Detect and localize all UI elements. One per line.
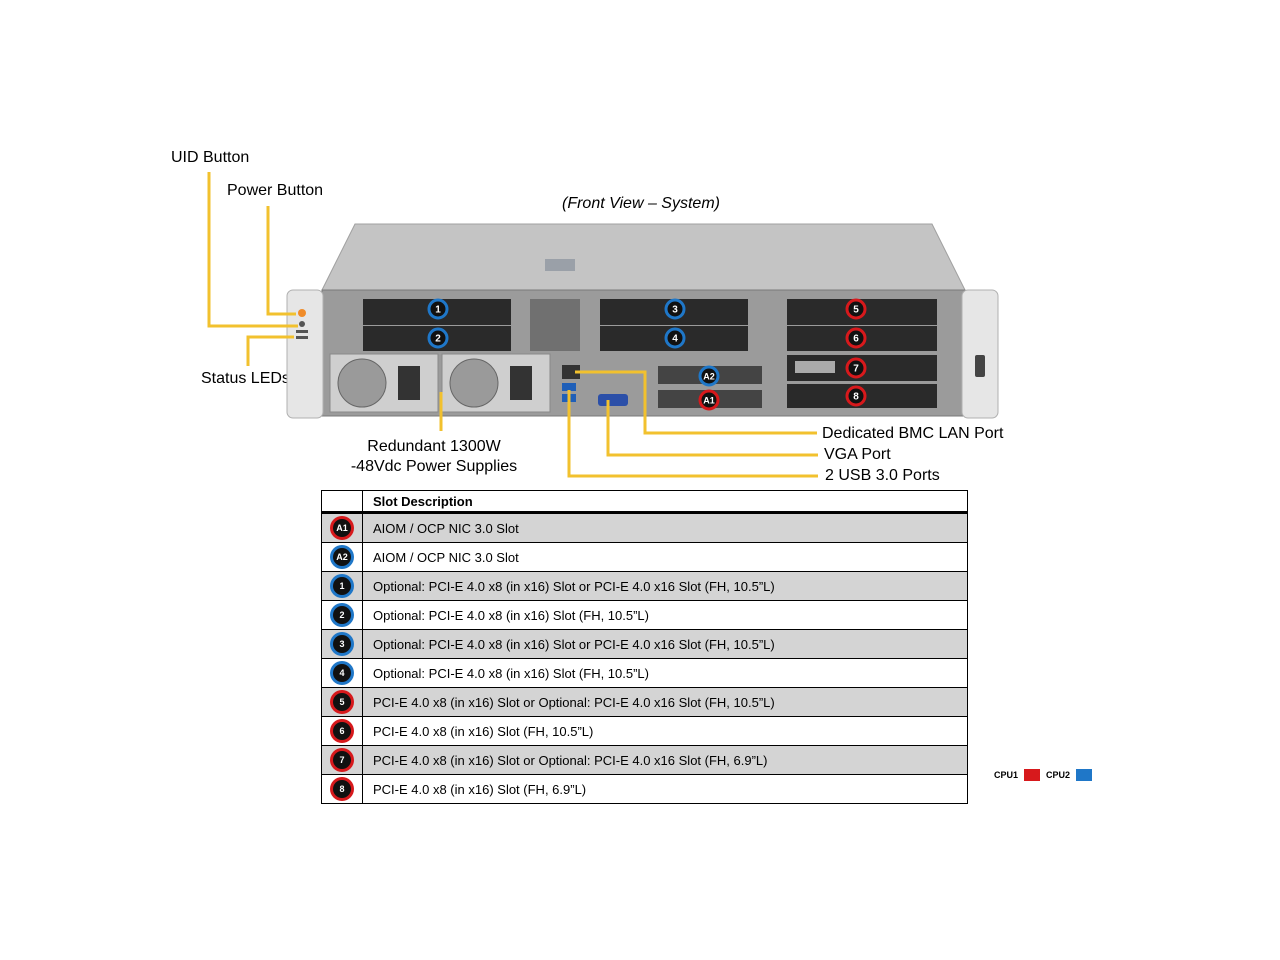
slot-badge-icon: 3 xyxy=(333,635,351,653)
slot-badge-icon: 5 xyxy=(333,693,351,711)
slot-badge-icon: 2 xyxy=(333,606,351,624)
table-row: 7 PCI-E 4.0 x8 (in x16) Slot or Optional:… xyxy=(321,745,968,775)
chassis-slot-badge-icon xyxy=(698,365,720,387)
slot-description-cell: Optional: PCI-E 4.0 x8 (in x16) Slot (FH… xyxy=(362,658,968,688)
cpu-legend: CPU1 CPU2 xyxy=(994,769,1098,781)
slot-badge-cell: A2 xyxy=(321,542,363,572)
chassis-slot-badge-label: 8 xyxy=(853,392,859,403)
right-ear xyxy=(961,289,999,419)
status-led-icon xyxy=(296,336,308,339)
slot-badge-cell: 3 xyxy=(321,629,363,659)
slot-badge-cell: A1 xyxy=(321,512,363,543)
slot-description-cell: PCI-E 4.0 x8 (in x16) Slot (FH, 10.5”L) xyxy=(362,716,968,746)
slot-badge-cell: 5 xyxy=(321,687,363,717)
psu-label: Redundant 1300W -48Vdc Power Supplies xyxy=(340,437,528,477)
usb-port-icon xyxy=(562,383,576,391)
chassis-slot-badge-label: A2 xyxy=(703,372,715,382)
status-led-icon xyxy=(296,330,308,333)
legend-cpu2-label: CPU2 xyxy=(1046,770,1071,780)
vga-port-icon xyxy=(598,394,628,406)
slot-description-cell: PCI-E 4.0 x8 (in x16) Slot or Optional: … xyxy=(362,687,968,717)
status-leds-label: Status LEDs xyxy=(201,370,290,387)
slot-badge-cell: 6 xyxy=(321,716,363,746)
slot-description-cell: PCI-E 4.0 x8 (in x16) Slot or Optional: … xyxy=(362,745,968,775)
slot-badge-cell: 2 xyxy=(321,600,363,630)
chassis-slot-badge-label: 3 xyxy=(672,305,678,316)
table-row: 6 PCI-E 4.0 x8 (in x16) Slot (FH, 10.5”L) xyxy=(321,716,968,746)
left-ear xyxy=(286,289,324,419)
chassis-slot-badge-label: 4 xyxy=(672,334,678,345)
table-row: 2 Optional: PCI-E 4.0 x8 (in x16) Slot (F… xyxy=(321,600,968,630)
slot-badge-icon: 4 xyxy=(333,664,351,682)
chassis-slot-badge-label: 5 xyxy=(853,305,859,316)
chassis-slot-badge-label: 1 xyxy=(435,305,441,316)
table-row: A1 AIOM / OCP NIC 3.0 Slot xyxy=(321,512,968,543)
slot-badge-cell: 1 xyxy=(321,571,363,601)
table-row: 8 PCI-E 4.0 x8 (in x16) Slot (FH, 6.9”L) xyxy=(321,774,968,804)
chassis-slot-badge-icon xyxy=(664,327,686,349)
uid-button-label: UID Button xyxy=(171,149,250,166)
vga-label: VGA Port xyxy=(824,446,891,463)
chassis-top xyxy=(321,223,966,291)
chassis-slot-badge-icon xyxy=(427,298,449,320)
chassis-slot-badge-icon xyxy=(427,327,449,349)
chassis-slot-badge-icon xyxy=(845,357,867,379)
slot-badge-icon: A2 xyxy=(333,548,351,566)
chassis-slot-badge-icon xyxy=(845,298,867,320)
power-button-icon[interactable] xyxy=(299,321,305,327)
table-row: 5 PCI-E 4.0 x8 (in x16) Slot or Optional:… xyxy=(321,687,968,717)
slot-badge-icon: 8 xyxy=(333,780,351,798)
bmc-lan-label: Dedicated BMC LAN Port xyxy=(822,425,1004,442)
slot-badge-icon: 6 xyxy=(333,722,351,740)
chassis-slot-badge-icon xyxy=(664,298,686,320)
table-row: A2 AIOM / OCP NIC 3.0 Slot xyxy=(321,542,968,572)
chassis-slot-badge-label: 7 xyxy=(853,364,859,375)
chassis-slot-badge-icon xyxy=(698,389,720,411)
slot-description-cell: AIOM / OCP NIC 3.0 Slot xyxy=(362,542,968,572)
psu-label-line1: Redundant 1300W xyxy=(367,438,501,455)
view-title: (Front View – System) xyxy=(562,195,720,212)
power-supplies xyxy=(329,353,551,413)
chassis-latch xyxy=(545,259,575,271)
slot-badge-icon: A1 xyxy=(333,519,351,537)
legend-cpu1-swatch xyxy=(1024,769,1041,781)
slot-badge-icon: 1 xyxy=(333,577,351,595)
table-row: 3 Optional: PCI-E 4.0 x8 (in x16) Slot or… xyxy=(321,629,968,659)
usb-label: 2 USB 3.0 Ports xyxy=(825,467,940,484)
psu-label-line2: -48Vdc Power Supplies xyxy=(350,458,518,475)
slot-description-cell: Optional: PCI-E 4.0 x8 (in x16) Slot or … xyxy=(362,629,968,659)
chassis-slot-badge-label: A1 xyxy=(703,396,715,406)
slot-description-cell: Optional: PCI-E 4.0 x8 (in x16) Slot or … xyxy=(362,571,968,601)
slot-badge-icon: 7 xyxy=(333,751,351,769)
legend-cpu2-swatch xyxy=(1076,769,1093,781)
bmc-lan-port-icon xyxy=(562,365,580,379)
chassis-slot-badge-label: 6 xyxy=(853,334,859,345)
table-header-row: Slot Description xyxy=(321,490,968,514)
slot-description-cell: Optional: PCI-E 4.0 x8 (in x16) Slot (FH… xyxy=(362,600,968,630)
right-handle xyxy=(975,355,985,377)
table-row: 1 Optional: PCI-E 4.0 x8 (in x16) Slot or… xyxy=(321,571,968,601)
uid-button-icon[interactable] xyxy=(298,309,306,317)
chassis-slot-badge-icon xyxy=(845,327,867,349)
callout-lines xyxy=(207,172,818,478)
table-header-description: Slot Description xyxy=(362,490,968,514)
slot-badge-cell: 4 xyxy=(321,658,363,688)
legend-cpu1-label: CPU1 xyxy=(994,770,1019,780)
slot-badge-cell: 7 xyxy=(321,745,363,775)
power-button-label: Power Button xyxy=(227,182,324,199)
slot-description-cell: PCI-E 4.0 x8 (in x16) Slot (FH, 6.9”L) xyxy=(362,774,968,804)
slot-badge-cell: 8 xyxy=(321,774,363,804)
chassis-slot-badge-label: 2 xyxy=(435,334,441,345)
slot-description-cell: AIOM / OCP NIC 3.0 Slot xyxy=(362,512,968,543)
table-row: 4 Optional: PCI-E 4.0 x8 (in x16) Slot (F… xyxy=(321,658,968,688)
chassis-slot-badge-icon xyxy=(845,385,867,407)
table-header-blank xyxy=(321,490,363,514)
